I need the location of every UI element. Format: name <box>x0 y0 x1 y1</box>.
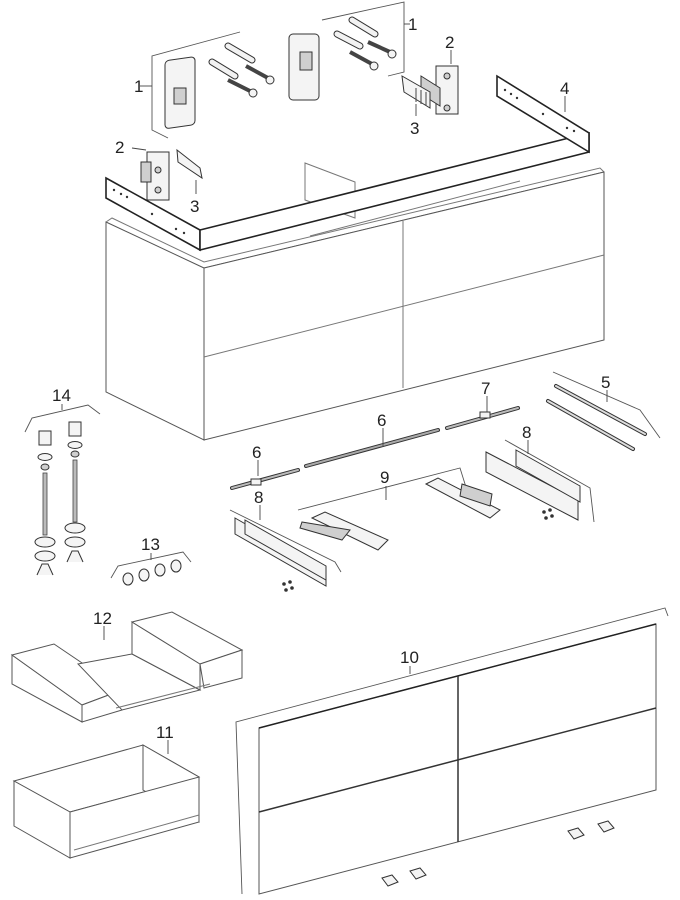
callout-6-right: 7 <box>481 379 490 398</box>
part-14-fixing-bolts: 14 <box>24 386 101 576</box>
part-3-cover-clip-left: 3 <box>176 148 203 216</box>
callout-12: 12 <box>93 609 112 628</box>
wall-plug-icon <box>208 42 256 80</box>
part-9-push-units: 9 <box>297 467 501 551</box>
callout-14: 14 <box>52 386 71 405</box>
callout-2-left: 2 <box>115 138 124 157</box>
push-unit-icon <box>310 511 389 551</box>
callout-1-right: 1 <box>408 15 417 34</box>
callout-1-left: 1 <box>134 77 143 96</box>
screw-icon <box>349 40 397 71</box>
callout-10: 10 <box>400 648 419 667</box>
bracket-line <box>24 404 101 433</box>
front-horizontal-divider <box>203 254 605 358</box>
callout-7: 6 <box>377 411 386 430</box>
screw-icon <box>227 64 275 98</box>
bracket-line <box>321 1 405 77</box>
part-6-synchronizer-left: 6 <box>230 443 300 490</box>
push-unit-icon <box>424 477 501 519</box>
part-12-upper-drawer: 12 <box>10 609 244 723</box>
callout-5: 5 <box>601 373 610 392</box>
callout-9: 9 <box>380 468 389 487</box>
cabinet-partition <box>304 162 356 219</box>
callout-8-right: 8 <box>522 423 531 442</box>
cover-clip-icon <box>176 148 203 180</box>
part-7-connecting-rod: 6 <box>304 411 440 468</box>
drawer-front <box>69 776 200 859</box>
part-2-suspension-fitting-left: 2 <box>115 138 170 201</box>
part-8-drawer-runner-right: 8 <box>485 423 595 523</box>
screws-icon <box>542 508 554 520</box>
frame-holes <box>112 88 576 235</box>
part-4-top-frame: 4 <box>105 74 590 252</box>
bracket-line <box>229 509 342 573</box>
callout-11: 11 <box>156 723 174 742</box>
cap-icon <box>122 559 182 586</box>
bracket-line <box>504 439 595 523</box>
screws-icon <box>282 580 294 592</box>
plate-slot-icon <box>299 51 313 71</box>
part-6-synchronizer-right: 7 <box>445 379 520 430</box>
bracket-line <box>151 31 241 139</box>
part-10-front-panels: 10 <box>235 607 669 895</box>
leader-line <box>131 147 147 151</box>
part-1-wall-bracket-left: 1 <box>134 31 275 139</box>
bracket-line <box>552 371 661 439</box>
part-11-lower-drawer: 11 <box>12 723 201 859</box>
part-8-drawer-runner-left: 8 <box>229 488 342 592</box>
panel-horizontal-split <box>258 707 657 813</box>
wall-plug-icon <box>333 16 379 50</box>
part-1-wall-bracket-right: 1 <box>288 1 417 101</box>
panel-clip-icon <box>381 820 615 887</box>
callout-8-left: 8 <box>254 488 263 507</box>
callout-6-left: 6 <box>252 443 261 462</box>
callout-2-right: 2 <box>445 33 454 52</box>
callout-3-left: 3 <box>190 197 199 216</box>
bolt-icon <box>64 421 86 563</box>
bolt-icon <box>34 430 56 576</box>
part-5-strips: 5 <box>546 371 661 451</box>
bracket-line <box>235 607 669 895</box>
callout-13: 13 <box>141 535 160 554</box>
part-3-cover-clip-right: 3 <box>401 75 431 138</box>
part-13-cover-caps: 13 <box>110 535 192 586</box>
plate-slot-icon <box>173 87 187 105</box>
bracket-line <box>110 551 192 579</box>
cabinet-body <box>105 162 605 441</box>
callout-3-right: 3 <box>410 119 419 138</box>
callout-4: 4 <box>560 79 569 98</box>
